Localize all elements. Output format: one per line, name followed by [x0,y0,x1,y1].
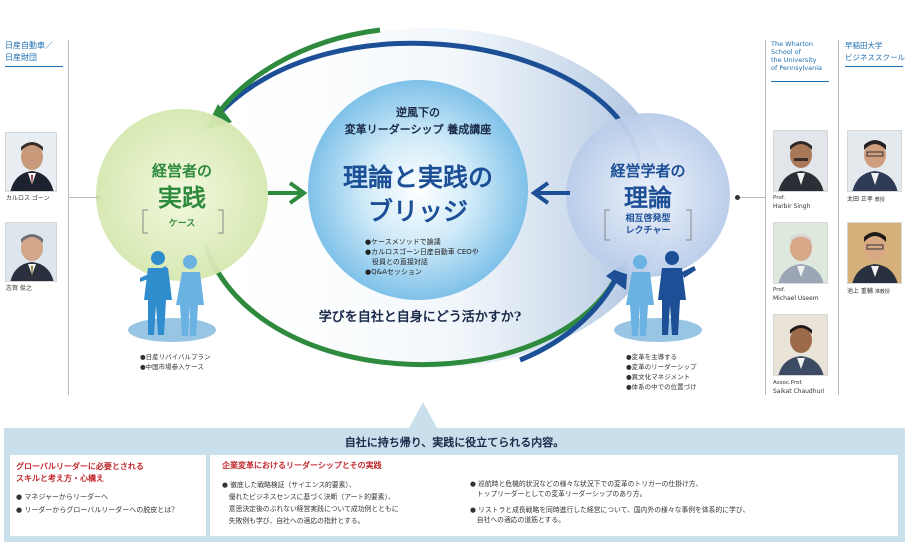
bottom-col2-line5: 自社への適応の道筋とする。 [470,516,565,524]
right-inward-arrow [530,181,550,205]
bottom-right-title: 企業変革におけるリーダーシップとその実践 [222,460,382,470]
wharton-org-label: The Wharton School of the University of … [771,40,822,72]
waseda-org-label: 早稲田大学 ビジネススクール [845,40,905,64]
left-bullet-2: ●中国市場参入ケース [140,363,204,371]
left-silhouettes [140,251,204,336]
right-silhouettes [626,251,696,336]
left-bullet-1: ●日産リバイバルプラン [140,353,211,361]
bottom-right-col2: ● 巡航時と危機的状況などの様々な状況下での変革のトリガーの仕掛け方、 トップリ… [470,479,749,525]
center-main2: ブリッジ [367,197,468,226]
photo-ghosn [5,132,57,192]
wharton-line1: The Wharton [771,40,814,48]
right-bullet-1: ●変革を主導する [626,353,678,361]
bottom-left-item-2: ● リーダーからグローバルリーダーへの脱皮とは？ [16,506,179,514]
bottom-left-title2: スキルと考え方・心構え [16,473,104,483]
center-subtitle2: 変革リーダーシップ 養成講座 [344,123,492,136]
right-circle-sub2: レクチャー [625,226,671,236]
center-bullet-1: ●ケースメソッドで論議 [365,238,441,246]
center-bullets: ●ケースメソッドで論議 ●カルロスゴーン日産自動車 CEOや 役員との直接対話 … [365,237,479,277]
center-bullet-3: 役員との直接対話 [365,258,428,266]
photo-useem [773,222,828,284]
left-bullets: ●日産リバイバルプラン ●中国市場参入ケース [140,352,211,372]
left-org-divider [5,66,63,67]
photo-singh [773,130,828,192]
shiga-name: 志賀 俊之 [6,285,32,292]
waseda-line2: ビジネススクール [845,53,905,62]
ikegami-name: 池上 重輔 [847,288,873,295]
right-circle-sub1: 相互啓発型 [625,214,671,224]
photo-ota [847,130,902,192]
bottom-col2-line1: ● 巡航時と危機的状況などの様々な状況下での変革のトリガーの仕掛け方、 [470,480,703,488]
right-bullet-2: ●変革のリーダーシップ [626,363,697,371]
bottom-arc [202,244,623,368]
chaudhuri-title: Assoc.Prof. [773,380,803,386]
bottom-right-box [210,455,898,536]
left-vertical-line [68,40,69,395]
right-vertical-line-1 [765,40,766,395]
useem-name: Michael Useem [773,295,819,302]
left-inward-arrow [288,181,308,205]
left-connector-line [68,197,100,198]
waseda-line1: 早稲田大学 [845,41,883,50]
ota-title: 教授 [874,197,885,203]
bottom-col1-line4: 失敗例も学び、自社への適応の指針とする。 [222,517,365,525]
center-bullet-4: ●Q&Aセッション [365,268,422,276]
top-arc [213,40,643,166]
wharton-line4: of Pennsylvania [771,64,823,72]
left-circle [96,109,268,281]
right-connector-dot [735,195,740,200]
question-text: 学びを自社と自身にどう活かすか? [318,310,522,325]
photo-chaudhuri [773,314,828,376]
right-vertical-line-2 [838,40,839,395]
bridge-diagram [96,27,730,368]
ota-label: 太田 正孝 教授 [847,196,885,204]
right-bullets: ●変革を主導する ●変革のリーダーシップ ●異文化マネジメント ●体系の中での位… [626,352,697,392]
bottom-col2-line2: トップリーダーとしての変革リーダーシップのあり方。 [470,490,647,498]
left-org-line2: 日産財団 [5,53,37,62]
ikegami-title: 准教授 [874,289,890,295]
right-bullet-3: ●異文化マネジメント [626,373,691,381]
panel-pointer [408,402,438,430]
left-circle-sub: ケース [168,219,196,229]
bottom-col1-line3: 意思決定後のぶれない経営実践について成功例とともに [222,505,399,513]
bottom-left-items: ● マネジャーからリーダーへ ● リーダーからグローバルリーダーへの脱皮とは？ [16,491,178,517]
photo-ikegami [847,222,902,284]
right-bullet-4: ●体系の中での位置づけ [626,383,697,391]
center-subtitle1: 逆風下の [396,106,440,119]
wharton-line3: the University [771,56,817,64]
left-org-line1: 日産自動車／ [5,41,53,50]
bottom-col1-line2: 優れたビジネスセンスに基づく決断（アート的要素）、 [222,493,395,501]
left-org-label: 日産自動車／ 日産財団 [5,40,53,64]
chaudhuri-name: Saikat Chaudhuri [773,388,825,395]
center-circle [308,80,528,300]
right-circle-sub: 相互啓発型 レクチャー [598,213,698,237]
photo-shiga [5,222,57,282]
right-connector-line [738,197,765,198]
center-main1: 理論と実践の [342,163,493,192]
right-circle [566,113,730,277]
wharton-line2: School of [771,48,801,56]
wharton-divider [771,81,829,82]
bottom-left-item-1: ● マネジャーからリーダーへ [16,493,108,501]
bottom-left-title: グローバルリーダーに必要とされる スキルと考え方・心構え [16,460,144,484]
bottom-left-box [10,455,206,536]
bottom-right-col1: ● 徹底した戦略検証（サイエンス的要素）、 優れたビジネスセンスに基づく決断（ア… [222,479,399,527]
left-circle-title2: 実践 [158,183,206,212]
singh-title: Prof. [773,195,786,201]
ikegami-label: 池上 重輔 准教授 [847,288,890,296]
waseda-divider [845,66,903,67]
bottom-header: 自社に持ち帰り、実践に役立てられる内容。 [344,436,565,449]
useem-title: Prof. [773,287,786,293]
bottom-col2-line4: ● リストラと成長戦略を同時進行した経営について、国内外の様々な事例を体系的に学… [470,506,750,514]
bottom-left-title1: グローバルリーダーに必要とされる [16,461,144,471]
right-circle-title2: 理論 [624,183,672,212]
singh-name: Harbir Singh [773,203,811,210]
center-bullet-2: ●カルロスゴーン日産自動車 CEOや [365,248,479,256]
right-circle-title1: 経営学者の [610,162,686,180]
bottom-col1-line1: ● 徹底した戦略検証（サイエンス的要素）、 [222,481,356,489]
left-circle-title1: 経営者の [151,162,212,180]
ota-name: 太田 正孝 [847,196,873,203]
ghosn-name: カルロス ゴーン [6,195,50,202]
